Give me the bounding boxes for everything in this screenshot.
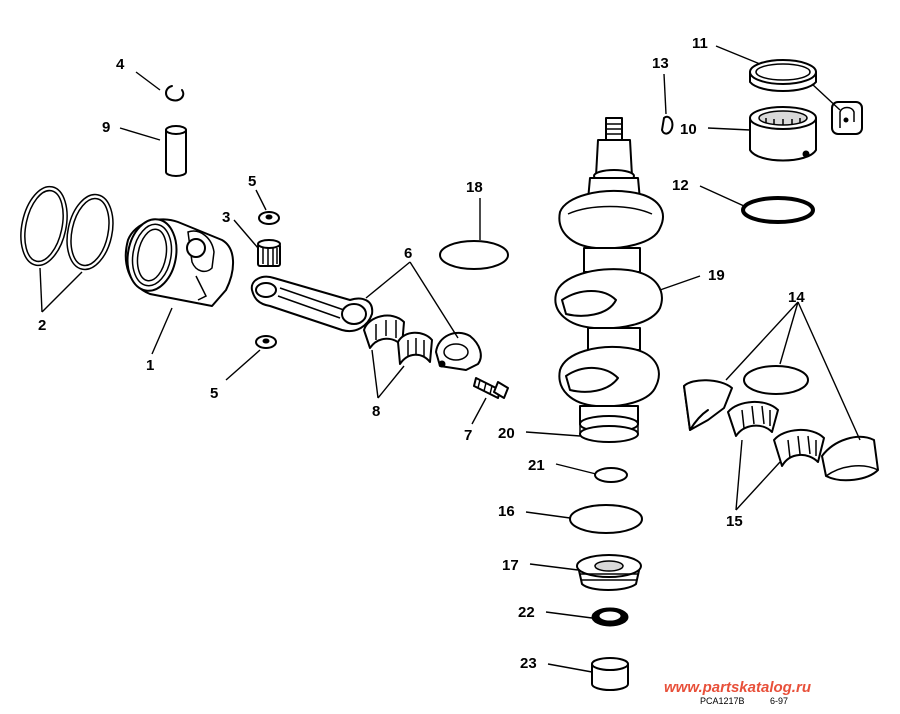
callout-14: 14 [788,289,805,306]
piston-ring-pair [20,185,114,271]
oil-seal [591,607,629,627]
leader-lines [39,45,861,673]
date-code: 6-97 [770,696,788,706]
callout-12: 12 [672,177,689,194]
wrist-pin-needle-bearing [257,239,281,267]
retaining-clip [165,85,185,102]
callout-2: 2 [38,317,46,334]
callout-7: 7 [464,427,472,444]
main-bearing-cage-left [727,401,779,437]
callout-9: 9 [102,119,110,136]
callout-13: 13 [652,55,669,72]
callout-15: 15 [726,513,743,530]
connecting-rod [250,275,374,332]
callout-18: 18 [466,179,483,196]
callout-5-upper: 5 [248,173,256,190]
connecting-rod-cap [435,331,482,371]
piston [124,218,234,307]
rod-bolt [473,377,509,399]
watermark-url: www.partskatalog.ru [664,679,811,696]
seal-carrier [576,554,642,591]
bearing-race [749,59,817,92]
callout-21: 21 [528,457,545,474]
main-bearing-race-left [683,379,733,431]
retaining-ring-21 [594,467,628,483]
o-ring-16 [569,504,643,534]
callout-3: 3 [222,209,230,226]
callout-23: 23 [520,655,537,672]
callout-11: 11 [692,35,708,52]
seal-ring-18 [439,240,509,270]
callout-22: 22 [518,604,535,621]
drawing-code: PCA1217B [700,696,745,706]
center-main-bearing-ring [743,365,809,395]
rod-bearing-cage-left [363,314,405,349]
main-bearing-cage-right [773,429,825,467]
wrist-pin [165,125,187,177]
bushing [591,657,629,691]
thrust-washer-lower [255,335,277,349]
rod-bearing-cage-right [397,331,433,365]
callout-8: 8 [372,403,380,420]
crankshaft [554,117,664,443]
callout-17: 17 [502,557,519,574]
callout-numbers: 4 9 2 1 3 5 5 6 8 7 18 19 20 21 16 17 22… [38,35,805,672]
callout-10: 10 [680,121,697,138]
callout-1: 1 [146,357,154,374]
callout-19: 19 [708,267,725,284]
callout-20: 20 [498,425,515,442]
callout-4: 4 [116,56,125,73]
thrust-washer-upper [258,211,280,225]
callout-5-lower: 5 [210,385,218,402]
seal-ring-12 [741,196,815,224]
main-bearing-race-right [821,435,879,482]
upper-needle-bearing [749,106,817,162]
callout-16: 16 [498,503,515,520]
woodruff-key [661,115,674,135]
callout-6: 6 [404,245,412,262]
